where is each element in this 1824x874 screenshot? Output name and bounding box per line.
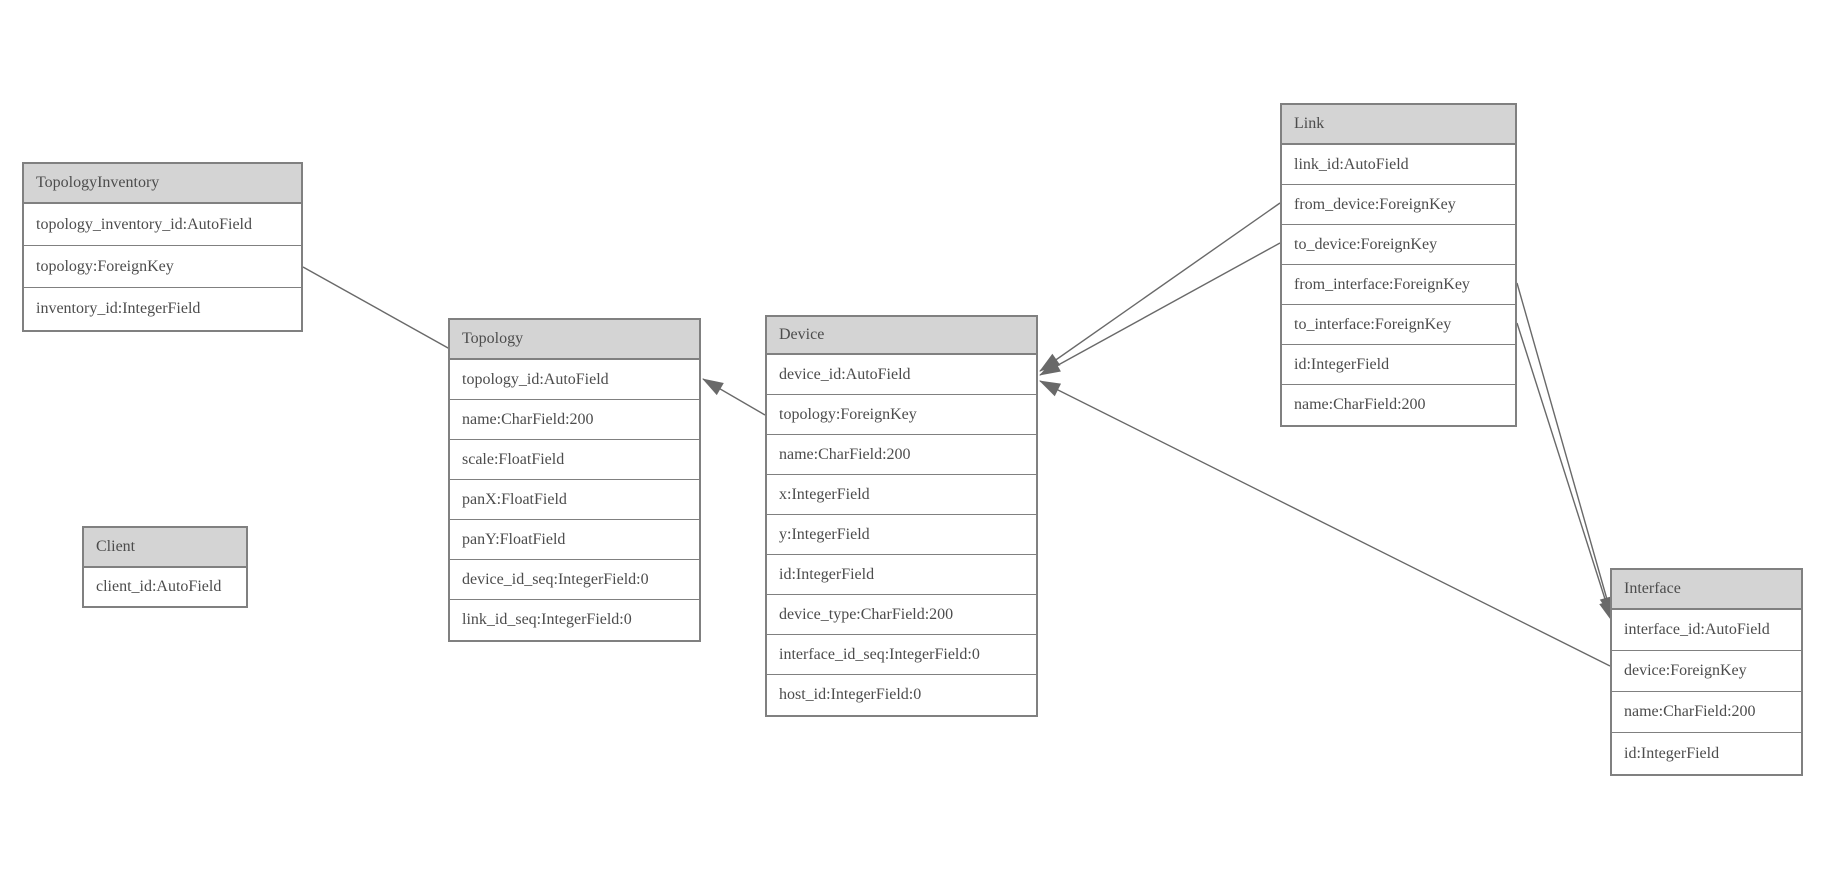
- field-row: name:CharField:200: [1294, 396, 1426, 413]
- field-row: panX:FloatField: [450, 480, 699, 520]
- field-row: to_interface:ForeignKey: [1282, 305, 1515, 345]
- field-row: interface_id:AutoField: [1612, 610, 1801, 651]
- entity-title: Topology: [450, 320, 699, 360]
- entity-client: Client client_id:AutoField: [82, 526, 248, 608]
- field-row: to_device:ForeignKey: [1282, 225, 1515, 265]
- field-row: topology:ForeignKey: [24, 246, 301, 288]
- field-row: id:IntegerField: [1282, 345, 1515, 385]
- field-row: device_id_seq:IntegerField:0: [450, 560, 699, 600]
- entity-title: Link: [1282, 105, 1515, 145]
- field-row: id:IntegerField: [767, 555, 1036, 595]
- field-row: name:CharField:200: [767, 435, 1036, 475]
- field-row: name:CharField:200: [1612, 692, 1801, 733]
- field-row: panY:FloatField: [450, 520, 699, 560]
- field-row: scale:FloatField: [450, 440, 699, 480]
- field-row: topology_id:AutoField: [450, 360, 699, 400]
- field-row: from_interface:ForeignKey: [1282, 265, 1515, 305]
- field-row: topology:ForeignKey: [767, 395, 1036, 435]
- field-row: client_id:AutoField: [96, 578, 222, 595]
- entity-title: TopologyInventory: [24, 164, 301, 204]
- relationship-line: [1039, 242, 1281, 376]
- relationship-line: [1516, 282, 1614, 618]
- field-row: device_type:CharField:200: [767, 595, 1036, 635]
- field-row: device:ForeignKey: [1612, 651, 1801, 692]
- field-row: topology_inventory_id:AutoField: [24, 204, 301, 246]
- entity-title: Client: [84, 528, 246, 568]
- entity-title: Interface: [1612, 570, 1801, 610]
- field-row: x:IntegerField: [767, 475, 1036, 515]
- field-row: interface_id_seq:IntegerField:0: [767, 635, 1036, 675]
- field-row: id:IntegerField: [1624, 744, 1720, 762]
- field-row: inventory_id:IntegerField: [36, 300, 201, 317]
- field-row: link_id_seq:IntegerField:0: [462, 611, 632, 628]
- relationship-line: [702, 378, 766, 416]
- field-row: host_id:IntegerField:0: [779, 686, 922, 703]
- field-row: link_id:AutoField: [1282, 145, 1515, 185]
- entity-title: Device: [767, 317, 1036, 355]
- field-row: device_id:AutoField: [767, 355, 1036, 395]
- field-row: y:IntegerField: [767, 515, 1036, 555]
- relationship-line: [1039, 202, 1281, 372]
- field-row: from_device:ForeignKey: [1282, 185, 1515, 225]
- field-row: name:CharField:200: [450, 400, 699, 440]
- relationship-line: [1516, 322, 1613, 622]
